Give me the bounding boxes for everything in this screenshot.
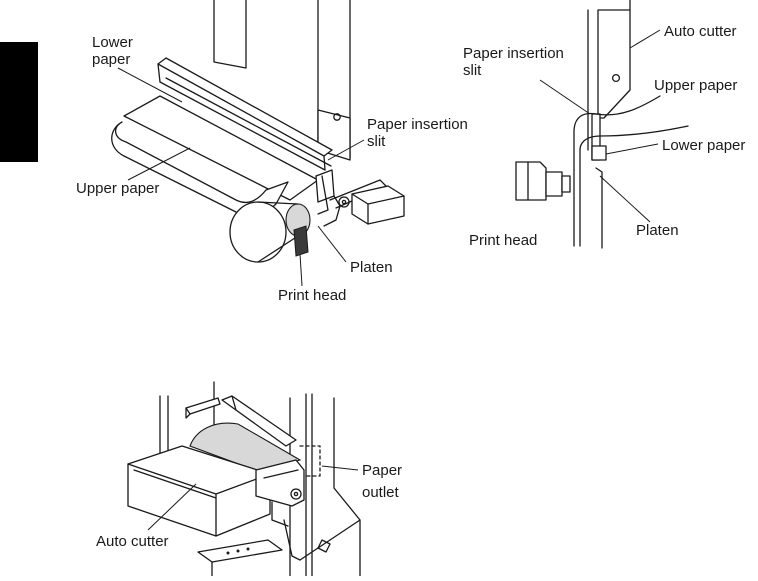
label-lower-paper-line2: paper <box>92 51 130 68</box>
figure-a-paper-insertion: Lower paper Upper paper Paper insertion … <box>76 0 468 304</box>
figure-c-paper-outlet: Paper outlet Auto cutter <box>96 381 402 577</box>
label-auto-cutter: Auto cutter <box>96 533 169 550</box>
label-print-head: Print head <box>278 287 346 304</box>
label-platen: Platen <box>636 222 679 239</box>
label-lower-paper-line1: Lower <box>92 34 133 51</box>
label-slit-line1: Paper insertion <box>367 116 468 133</box>
label-slit-line1: Paper insertion <box>463 45 564 62</box>
label-upper-paper: Upper paper <box>76 180 159 197</box>
label-slit-line2: slit <box>367 133 386 150</box>
label-platen: Platen <box>350 259 393 276</box>
figure-b-cross-section: Auto cutter Paper insertion slit Upper p… <box>463 0 745 249</box>
label-lower-paper: Lower paper <box>662 137 745 154</box>
label-auto-cutter: Auto cutter <box>664 23 737 40</box>
label-upper-paper: Upper paper <box>654 77 737 94</box>
label-paper-outlet-line2: outlet <box>362 484 400 501</box>
label-slit-line2: slit <box>463 62 482 79</box>
label-print-head: Print head <box>469 232 537 249</box>
label-paper-outlet-line1: Paper <box>362 462 402 479</box>
section-tab <box>0 42 38 162</box>
